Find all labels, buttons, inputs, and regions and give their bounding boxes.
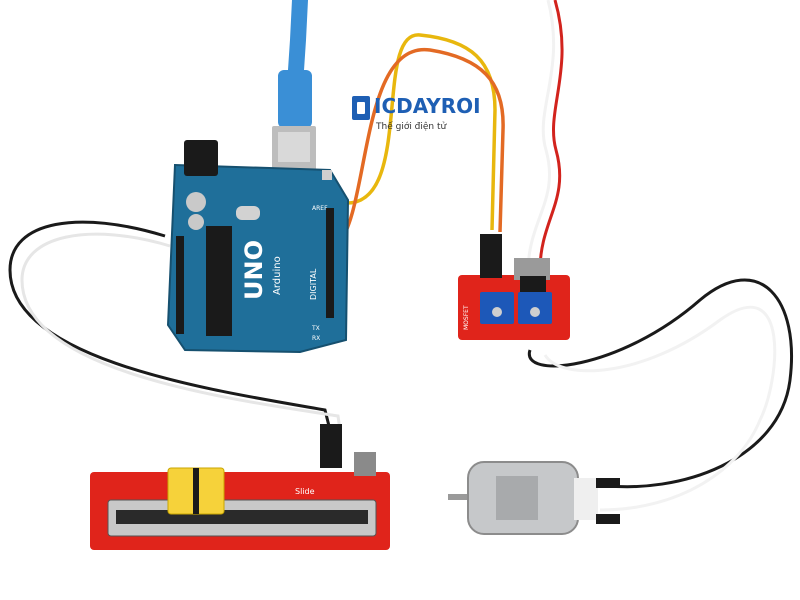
logo-tagline: Thế giới điện tử — [376, 122, 447, 132]
arduino-brand-label: Arduino — [272, 256, 283, 295]
dc-motor-icon — [448, 461, 620, 535]
slider-label: Slide — [295, 487, 315, 496]
icdayroi-logo: ICDAYROI Thế giới điện tử — [352, 92, 481, 140]
wire-motor — [527, 278, 793, 512]
mosfet-label: MOSFET — [463, 305, 470, 330]
arduino-model-label: UNO — [240, 240, 268, 300]
chip-logo-icon — [352, 96, 370, 120]
digital-label: DIGITAL — [309, 268, 318, 300]
wire-slider-black-white — [8, 220, 342, 431]
mosfet-module-icon: MOSFET — [458, 234, 570, 340]
logo-brand-text: ICDAYROI — [374, 94, 481, 118]
wire-yellow-orange — [329, 33, 505, 246]
tx-label: TX — [311, 325, 320, 332]
slide-potentiometer-icon: Slide — [90, 424, 390, 550]
arduino-board-icon: UNO Arduino DIGITAL AREF TX RX — [166, 140, 350, 354]
aref-label: AREF — [312, 205, 328, 212]
rx-label: RX — [312, 335, 320, 342]
wire-red-white-power — [526, 0, 564, 273]
usb-cable-icon — [272, 0, 316, 172]
